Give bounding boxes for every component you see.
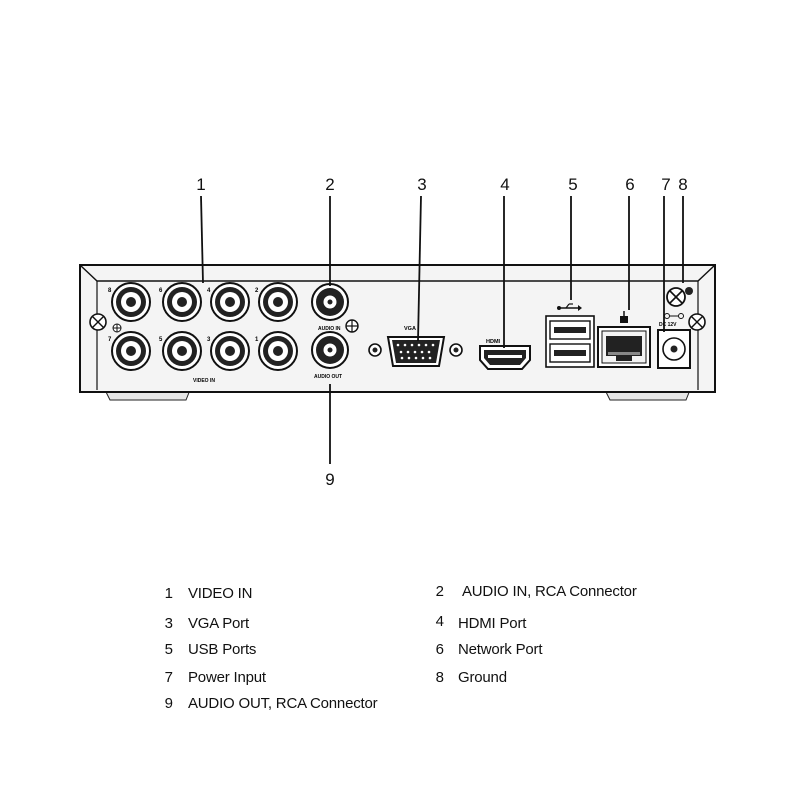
vga-port xyxy=(368,336,463,367)
network-port xyxy=(597,326,651,368)
bnc-number: 5 xyxy=(159,337,163,343)
bnc-number: 1 xyxy=(255,337,259,343)
callout-6: 6 xyxy=(625,175,635,194)
vga-label: VGA xyxy=(404,326,416,332)
hdmi-port xyxy=(479,345,531,370)
usb-icon xyxy=(557,303,582,311)
power-polarity-icon xyxy=(664,313,684,319)
leader-line-1 xyxy=(200,195,204,284)
hdmi-label: HDMI xyxy=(486,339,501,345)
bnc-number: 2 xyxy=(255,288,259,294)
bnc-connector xyxy=(162,331,202,371)
bnc-number: 3 xyxy=(207,337,211,343)
callout-1: 1 xyxy=(196,175,206,194)
chassis-top-bevel xyxy=(79,264,716,282)
bnc-connector xyxy=(111,331,151,371)
grounding-symbol-icon xyxy=(112,323,122,333)
leader-lines xyxy=(200,195,684,464)
ground-screw xyxy=(666,287,686,307)
video-in-label: VIDEO IN xyxy=(193,378,215,384)
audio-out-rca xyxy=(311,331,349,369)
bnc-connector xyxy=(258,331,298,371)
bnc-number: 8 xyxy=(108,288,112,294)
audio-in-rca xyxy=(311,283,349,321)
bnc-number: 6 xyxy=(159,288,163,294)
video-in-bnc-group: 8 6 4 2 7 5 3 1 VIDEO IN xyxy=(108,282,298,384)
bnc-connector xyxy=(258,282,298,322)
bnc-connector xyxy=(210,282,250,322)
ground-mark-icon xyxy=(685,287,693,295)
audio-in-ground-symbol-icon xyxy=(345,319,359,333)
callout-3: 3 xyxy=(417,175,427,194)
bnc-number: 7 xyxy=(108,337,112,343)
bnc-connector xyxy=(162,282,202,322)
power-input xyxy=(657,329,691,369)
bnc-connector xyxy=(210,331,250,371)
bnc-connector xyxy=(111,282,151,322)
callout-2: 2 xyxy=(325,175,335,194)
audio-out-label: AUDIO OUT xyxy=(314,374,342,380)
bnc-number: 4 xyxy=(207,288,211,294)
callout-9: 9 xyxy=(325,470,335,489)
callout-5: 5 xyxy=(568,175,578,194)
audio-in-label: AUDIO IN xyxy=(318,326,341,332)
power-label: DC 12V xyxy=(659,322,677,328)
network-icon xyxy=(620,311,628,323)
side-screw-right xyxy=(688,313,706,331)
usb-ports xyxy=(545,315,595,368)
callout-7: 7 xyxy=(661,175,671,194)
callout-4: 4 xyxy=(500,175,510,194)
leader-line-3 xyxy=(417,195,422,342)
callout-8: 8 xyxy=(678,175,688,194)
side-screw-left xyxy=(89,313,107,331)
